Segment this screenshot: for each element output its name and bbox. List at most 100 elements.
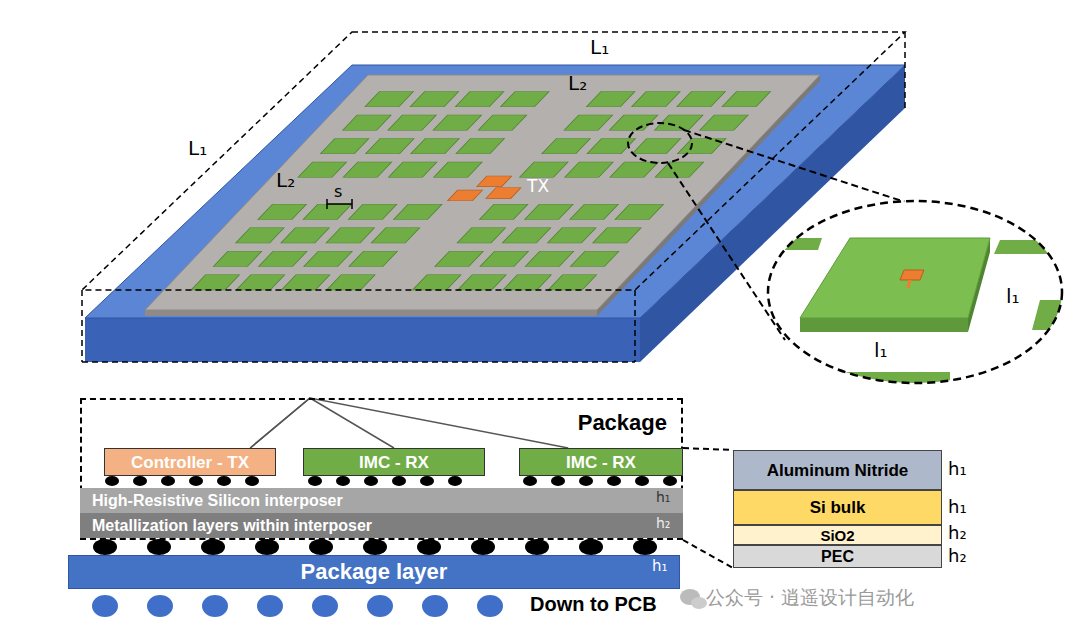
tile (503, 275, 551, 290)
node-label: SiO2 (820, 528, 854, 543)
bump (93, 539, 117, 555)
bump (523, 476, 537, 486)
tile (413, 275, 461, 290)
tile (655, 162, 703, 177)
dimension-label: L₂ (276, 170, 295, 190)
bump (217, 476, 231, 486)
package-outline: PackageController - TX IMC - RX IMC - RX Hi… (80, 398, 683, 540)
tile (455, 91, 503, 106)
note-label: Down to PCB (530, 594, 657, 614)
dimension-label: h₁ (948, 498, 967, 516)
interposer-top (145, 75, 820, 310)
tile (366, 138, 414, 153)
bump (308, 476, 322, 486)
bump (579, 476, 593, 486)
slab-front (85, 318, 640, 362)
zoom-ground (768, 201, 1062, 383)
tile (434, 162, 482, 177)
dimension-label: TX (527, 178, 549, 195)
bump (189, 476, 203, 486)
node-label: IMC - RX (359, 454, 429, 471)
bump (201, 539, 225, 555)
stack-leader (683, 540, 733, 568)
bump (147, 539, 171, 555)
tile (478, 115, 526, 130)
bump (161, 476, 175, 486)
package-layer: Package layer (68, 555, 680, 589)
bump (525, 539, 549, 555)
bump (367, 595, 393, 617)
bump (420, 476, 434, 486)
bump (422, 595, 448, 617)
tile (435, 251, 483, 266)
controller-chip: Controller - TX (104, 448, 276, 476)
zoom-content (766, 238, 1070, 388)
tile (394, 204, 442, 219)
tile (327, 275, 375, 290)
tile (480, 251, 528, 266)
tile (570, 204, 618, 219)
bump (92, 595, 118, 617)
dimension-label: l₁ (874, 340, 888, 360)
zoom-circle (768, 201, 1062, 383)
tile (236, 228, 284, 243)
tile (501, 91, 549, 106)
node-label: IMC - RX (566, 454, 636, 471)
bump (607, 476, 621, 486)
bump (477, 595, 503, 617)
tile (371, 228, 419, 243)
tile (448, 190, 483, 201)
node-label: Si bulk (810, 499, 866, 516)
tile (298, 162, 346, 177)
tile (477, 176, 512, 187)
node-label: High-Resistive Silicon interposer (92, 493, 343, 509)
tile (343, 162, 391, 177)
tile (389, 162, 437, 177)
tile (191, 275, 239, 290)
interposer-band: High-Resistive Silicon interposer (80, 488, 683, 513)
bump (147, 595, 173, 617)
tile (610, 162, 658, 177)
bump (133, 476, 147, 486)
node-label: PEC (821, 549, 854, 565)
tile (304, 251, 352, 266)
bump (551, 476, 565, 486)
tile (615, 204, 663, 219)
tile (411, 138, 459, 153)
tile (258, 204, 306, 219)
bump (417, 539, 441, 555)
metallization-band: Metallization layers within interposer (80, 513, 683, 538)
bond-wire (250, 398, 568, 448)
tile (525, 251, 573, 266)
bump (635, 476, 649, 486)
tile (525, 204, 573, 219)
watermark-icon (680, 589, 707, 609)
stack-layer: SiO2 (733, 525, 942, 545)
dimension-label: h₂ (656, 516, 671, 530)
tile (458, 275, 506, 290)
interposer-front (145, 310, 597, 316)
tile (388, 115, 436, 130)
tile (259, 251, 307, 266)
tile (213, 251, 261, 266)
tile (677, 91, 725, 106)
tile (348, 204, 396, 219)
node-label: Package (578, 410, 667, 436)
tile (343, 115, 391, 130)
tile (609, 115, 657, 130)
bump (336, 476, 350, 486)
bump (105, 476, 119, 486)
tile (281, 275, 329, 290)
tile (479, 204, 527, 219)
node-label: Controller - TX (131, 454, 249, 471)
tile (564, 115, 612, 130)
tile (456, 138, 504, 153)
dimension-label: h₁ (652, 559, 668, 574)
dimension-label: L₂ (568, 73, 587, 93)
receiver-chip: IMC - RX (303, 448, 485, 476)
zoom-leader (684, 130, 905, 202)
stack-leader (683, 448, 733, 450)
bump (392, 476, 406, 486)
tile (281, 228, 329, 243)
watermark: 公众号 · 逍遥设计自动化 (706, 588, 914, 607)
